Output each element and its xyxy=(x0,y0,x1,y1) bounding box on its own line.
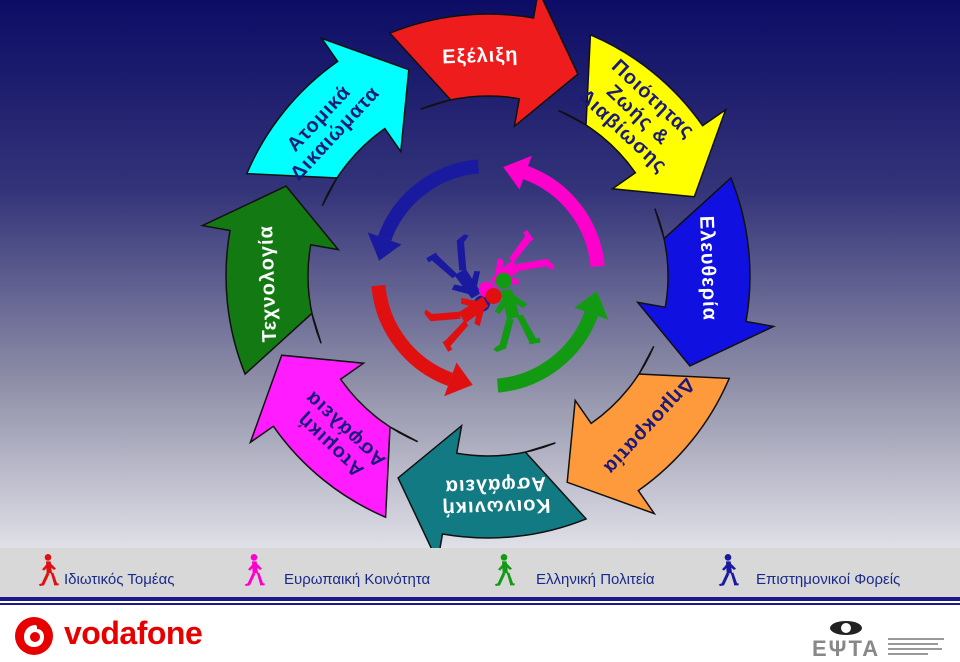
legend-label: Ελληνική Πολιτεία xyxy=(536,571,655,588)
vodafone-logo-icon xyxy=(15,617,53,655)
arrowhead xyxy=(444,362,473,397)
walking-person-icon xyxy=(38,554,59,586)
brand-name: vodafone xyxy=(64,615,203,651)
inner-arrow-green xyxy=(496,311,598,393)
segment-quality-of-life xyxy=(557,33,728,198)
legend-bar: Ιδιωτικός Τομέας Ευρωπαική Κοινότητα Ελλ… xyxy=(0,548,960,600)
walking-person-icon xyxy=(494,554,515,586)
inner-arrow-magenta xyxy=(523,166,605,268)
segment-social-security xyxy=(397,423,588,548)
segment-evolution xyxy=(388,0,579,129)
segment-label: ΚοινωνικήΑσφάλεια xyxy=(441,472,551,520)
segment-individual-rights xyxy=(245,36,410,207)
legend-label: Ιδιωτικός Τομέας xyxy=(64,571,175,588)
segment-personal-security xyxy=(248,354,419,519)
segment-democracy xyxy=(566,345,731,516)
segment-label: Ελευθερία xyxy=(695,215,721,321)
arrowhead xyxy=(574,291,609,320)
inner-arrow-red xyxy=(371,284,453,386)
arrowhead xyxy=(503,155,532,190)
divider xyxy=(0,603,960,605)
segment-label: Τεχνολογία xyxy=(255,225,281,343)
efta-logo-icon: ΕΨΤΑ xyxy=(812,621,944,660)
svg-text:ΕΨΤΑ: ΕΨΤΑ xyxy=(812,636,880,660)
arrowhead xyxy=(367,232,402,261)
segment-freedom xyxy=(635,176,777,367)
divider xyxy=(0,597,960,601)
footer: vodafone ΕΨΤΑ xyxy=(0,606,960,662)
walking-person-icon xyxy=(718,554,739,586)
segment-technology xyxy=(199,185,341,376)
inner-cycle xyxy=(367,155,609,397)
legend-label: Επιστημονικοί Φορείς xyxy=(756,571,901,588)
walking-person-icon xyxy=(244,554,265,586)
legend-label: Ευρωπαική Κοινότητα xyxy=(284,571,431,588)
segment-label: Εξέλιξη xyxy=(442,44,519,69)
inner-arrow-blue xyxy=(378,159,480,241)
